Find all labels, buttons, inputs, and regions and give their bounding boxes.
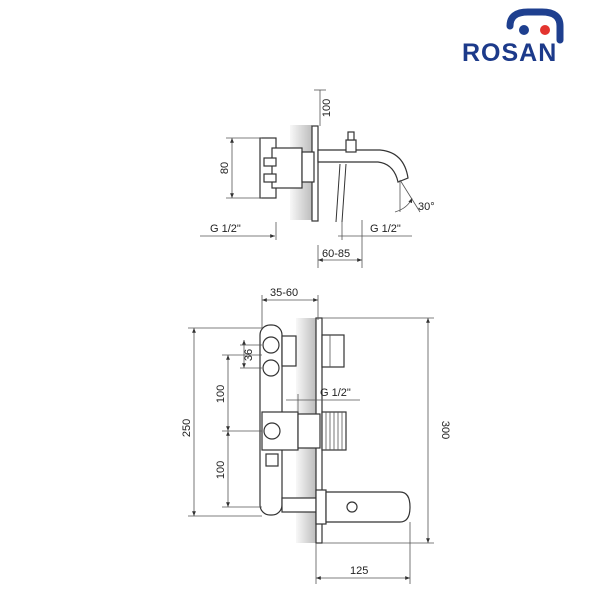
dim-thread-left: G 1/2" [210, 223, 241, 235]
upper-body [281, 335, 297, 367]
middle-neck [297, 413, 321, 449]
upper-valve-lower-icon [262, 359, 280, 377]
upper-handle [321, 334, 345, 368]
logo-blue-dot-icon [519, 25, 529, 35]
upper-valve-icon [262, 336, 280, 354]
diverter-knob [345, 139, 357, 153]
front-view: 35-60 36 100 G 1/2" 250 100 300 125 [181, 287, 451, 584]
dim-100-top: 100 [321, 99, 333, 117]
drain-plug [265, 453, 279, 467]
dim-125: 125 [350, 565, 368, 577]
middle-valve-icon [263, 422, 281, 440]
dim-250: 250 [181, 419, 193, 437]
dim-angle-30: 30° [418, 201, 435, 213]
logo-red-dot-icon [540, 25, 550, 35]
diverter-cap [347, 131, 355, 141]
spout-front [325, 491, 411, 523]
dim-thread-front: G 1/2" [320, 387, 351, 399]
spout-aerator-icon [346, 501, 358, 513]
dim-depth-35-60: 35-60 [270, 287, 298, 299]
outlet-flange [315, 489, 327, 525]
dim-depth-60-85: 60-85 [322, 248, 350, 260]
top-view: 100 80 30° G 1/2" G 1/2" 60-85 [200, 89, 435, 268]
logo-arch-icon [506, 8, 564, 44]
dim-300: 300 [439, 421, 451, 439]
dim-100-lower: 100 [215, 461, 227, 479]
valve-stub-lower [263, 173, 277, 183]
angle-arc [394, 197, 413, 213]
dim-80: 80 [219, 162, 231, 174]
bath-spout [317, 149, 409, 183]
dim-100-upper: 100 [215, 385, 227, 403]
brand-logo: ROSAN [462, 8, 564, 67]
logo-wordmark: ROSAN [462, 39, 557, 67]
valve-stub-upper [263, 157, 277, 167]
dim-thread-right: G 1/2" [370, 223, 401, 235]
outlet-pipe [281, 497, 317, 513]
mixer-neck [301, 151, 315, 183]
